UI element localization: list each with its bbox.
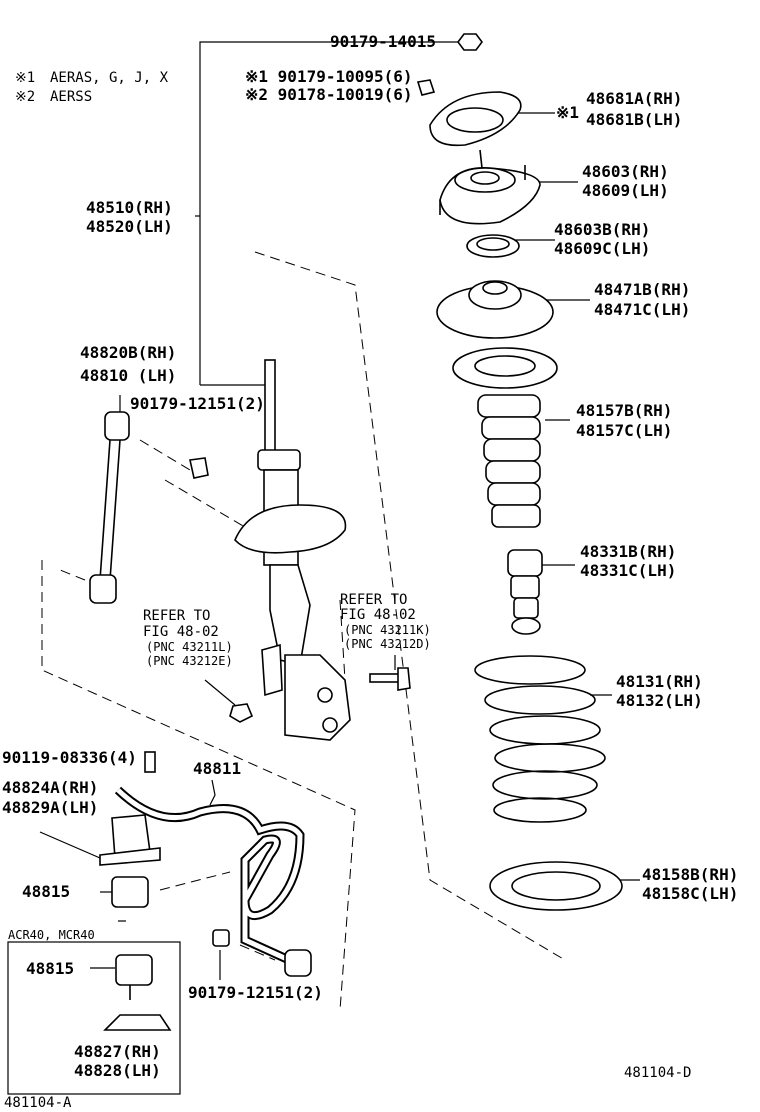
lower-insulator [489,861,623,911]
strut-assembly [234,359,351,741]
label-bush: 48815 [22,882,70,901]
strut-hardware [144,667,411,773]
label-bar-nut: 90179-12151(2) [188,983,323,1002]
stabilizer-link [89,411,209,604]
label-brk-lh: 48829A(LH) [2,798,98,817]
label-bump-rh: 48331B(RH) [580,542,676,561]
note-1-text: AERAS, G, J, X [50,70,169,86]
note-2-text: AERSS [50,89,92,105]
note-1-mark: ※1 [15,70,35,86]
label-bolt: 90119-08336(4) [2,748,137,767]
label-lower-lh: 48158C(LH) [642,884,738,903]
bracket-bushing [99,814,172,1031]
label-mount-rh: 48603(RH) [582,162,669,181]
support-mount [439,149,541,225]
label-nut-a1: ※1 90179-10095(6) [245,67,413,86]
text-labels: ※1 AERAS, G, J, X ※2 AERSS 90179-14015 ※… [2,32,738,1111]
label-ref-left-3: (PNC 43211L) [146,640,233,654]
label-bearing-rh: 48603B(RH) [554,220,650,239]
label-box-title: ACR40, MCR40 [8,928,95,942]
label-seat-rh: 48471B(RH) [594,280,690,299]
label-boot-rh: 48157B(RH) [576,401,672,420]
label-lower-rh: 48158B(RH) [642,865,738,884]
label-strut-rh: 48510(RH) [86,198,173,217]
label-nut-a2: ※2 90178-10019(6) [245,85,413,104]
label-bump-lh: 48331C(LH) [580,561,676,580]
label-box-brk-lh: 48828(LH) [74,1061,161,1080]
label-ref-right-2: FIG 48-02 [340,607,416,623]
label-ref-left-2: FIG 48-02 [143,624,219,640]
label-spring-rh: 48131(RH) [616,672,703,691]
label-strut-lh: 48520(LH) [86,217,173,236]
stabilizer-bar [114,786,312,977]
label-ref-right-3: (PNC 43211K) [344,623,431,637]
label-nut-top: 90179-14015 [330,32,436,51]
label-box-brk-rh: 48827(RH) [74,1042,161,1061]
note-2-mark: ※2 [15,89,35,105]
label-boot-lh: 48157C(LH) [576,421,672,440]
label-ref-left-4: (PNC 43212E) [146,654,233,668]
label-mount-lh: 48609(LH) [582,181,669,200]
label-bearing-lh: 48609C(LH) [554,239,650,258]
label-ref-right-4: (PNC 43212D) [344,637,431,651]
label-fig-code: 481104-D [624,1065,691,1081]
label-link-rh: 48820B(RH) [80,343,176,362]
label-link-lh: 48810 (LH) [80,366,176,385]
label-ins-lh: 48681B(LH) [586,110,682,129]
label-stab-bar: 48811 [193,759,241,778]
label-ref-left-1: REFER TO [143,608,210,624]
label-fig-code-a: 481104-A [4,1095,72,1111]
bearing [466,234,520,258]
label-box-bush: 48815 [26,959,74,978]
label-ins-rh: 48681A(RH) [586,89,682,108]
coil-spring [474,655,606,823]
label-seat-lh: 48471C(LH) [594,300,690,319]
dust-boot [452,347,558,528]
label-brk-rh: 48824A(RH) [2,778,98,797]
bump-stopper [507,549,543,635]
top-nuts [416,33,483,96]
dashed-lines [41,251,566,1011]
label-link-nut: 90179-12151(2) [130,394,265,413]
label-ins-mark: ※1 [556,103,579,122]
label-spring-lh: 48132(LH) [616,691,703,710]
label-ref-right-1: REFER TO [340,592,407,608]
upper-seat [436,280,554,339]
inset-box [7,941,181,1095]
insulator [429,91,522,147]
